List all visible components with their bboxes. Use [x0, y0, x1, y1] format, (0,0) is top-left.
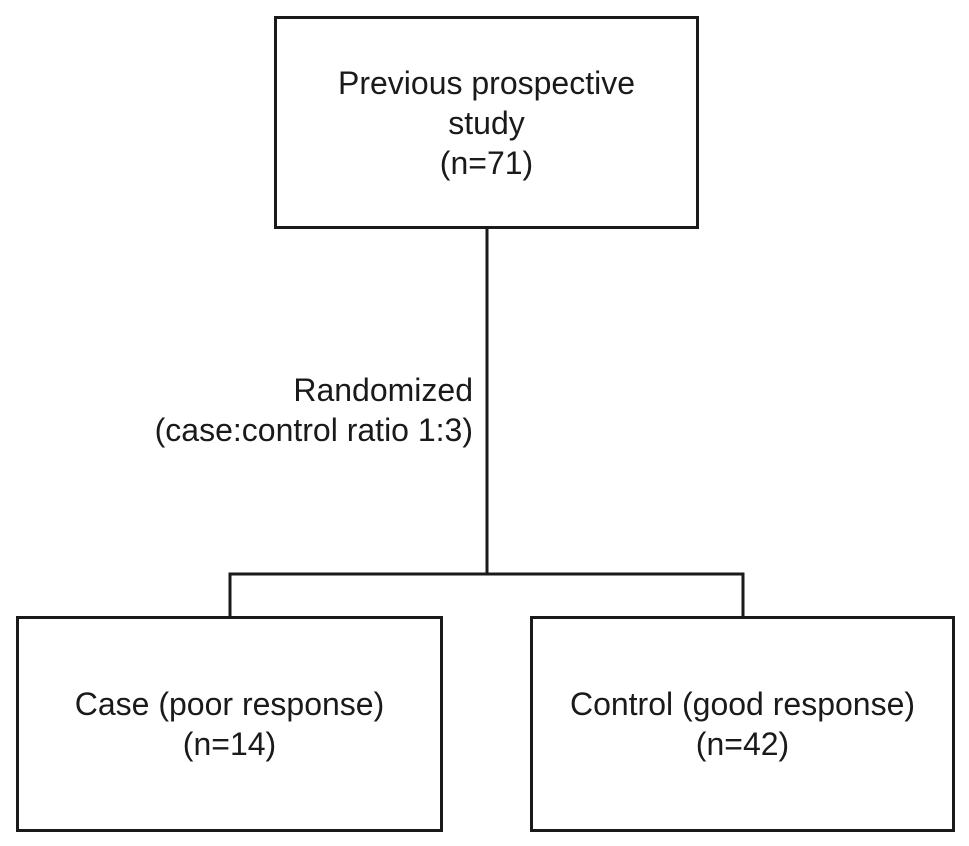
previous-study-title-line1: Previous prospective — [337, 64, 636, 101]
control-group-box: Control (good response) (n=42) — [530, 616, 955, 832]
randomized-label-line1: Randomized — [293, 372, 473, 408]
randomized-label: Randomized (case:control ratio 1:3) — [155, 370, 473, 450]
previous-study-title-line2: study — [448, 104, 525, 141]
randomized-label-line2: (case:control ratio 1:3) — [154, 412, 473, 448]
case-group-title: Case (poor response) — [74, 686, 385, 722]
control-group-title: Control (good response) — [569, 686, 916, 722]
control-group-count: (n=42) — [695, 726, 790, 762]
previous-study-count: (n=71) — [439, 144, 534, 181]
case-group-count: (n=14) — [182, 726, 277, 762]
previous-study-box: Previous prospective study (n=71) — [274, 16, 699, 229]
case-group-box: Case (poor response) (n=14) — [16, 616, 443, 832]
